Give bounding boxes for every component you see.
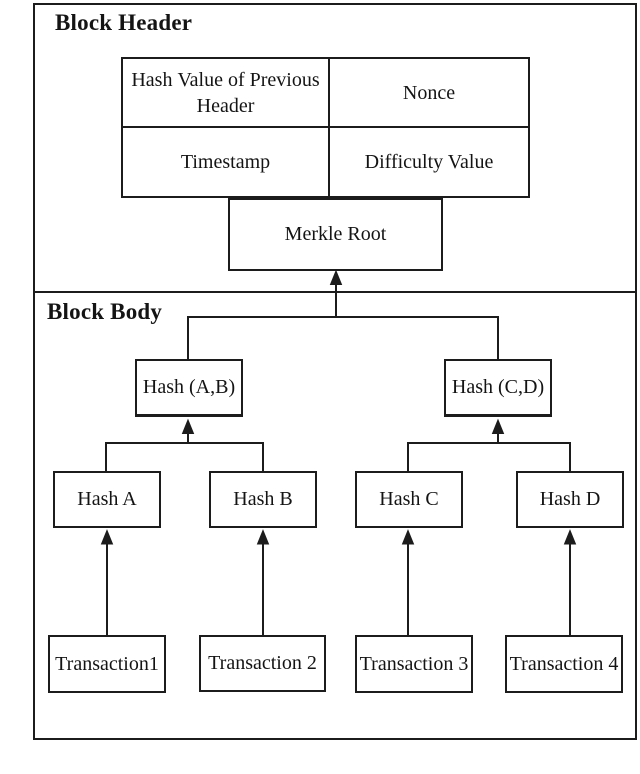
cell-timestamp: Timestamp (123, 128, 330, 196)
cell-nonce: Nonce (330, 59, 528, 128)
hash-cd-box: Hash (C,D) (444, 359, 552, 417)
block-header-fields-table: Hash Value of Previous Header Nonce Time… (121, 57, 530, 198)
hash-b-box: Hash B (209, 471, 317, 528)
section-divider-line (33, 291, 637, 293)
transaction1-box: Transaction1 (48, 635, 166, 693)
block-header-title: Block Header (55, 10, 193, 35)
block-body-title: Block Body (47, 299, 163, 324)
transaction4-box: Transaction 4 (505, 635, 623, 693)
merkle-root-box: Merkle Root (228, 198, 443, 271)
hash-ab-box: Hash (A,B) (135, 359, 243, 417)
transaction3-box: Transaction 3 (355, 635, 473, 693)
cell-prev-header-hash: Hash Value of Previous Header (123, 59, 330, 128)
cell-difficulty-value: Difficulty Value (364, 151, 494, 173)
outer-frame (33, 3, 637, 740)
hash-a-box: Hash A (53, 471, 161, 528)
hash-d-box: Hash D (516, 471, 624, 528)
hash-c-box: Hash C (355, 471, 463, 528)
transaction2-box: Transaction 2 (199, 635, 326, 692)
